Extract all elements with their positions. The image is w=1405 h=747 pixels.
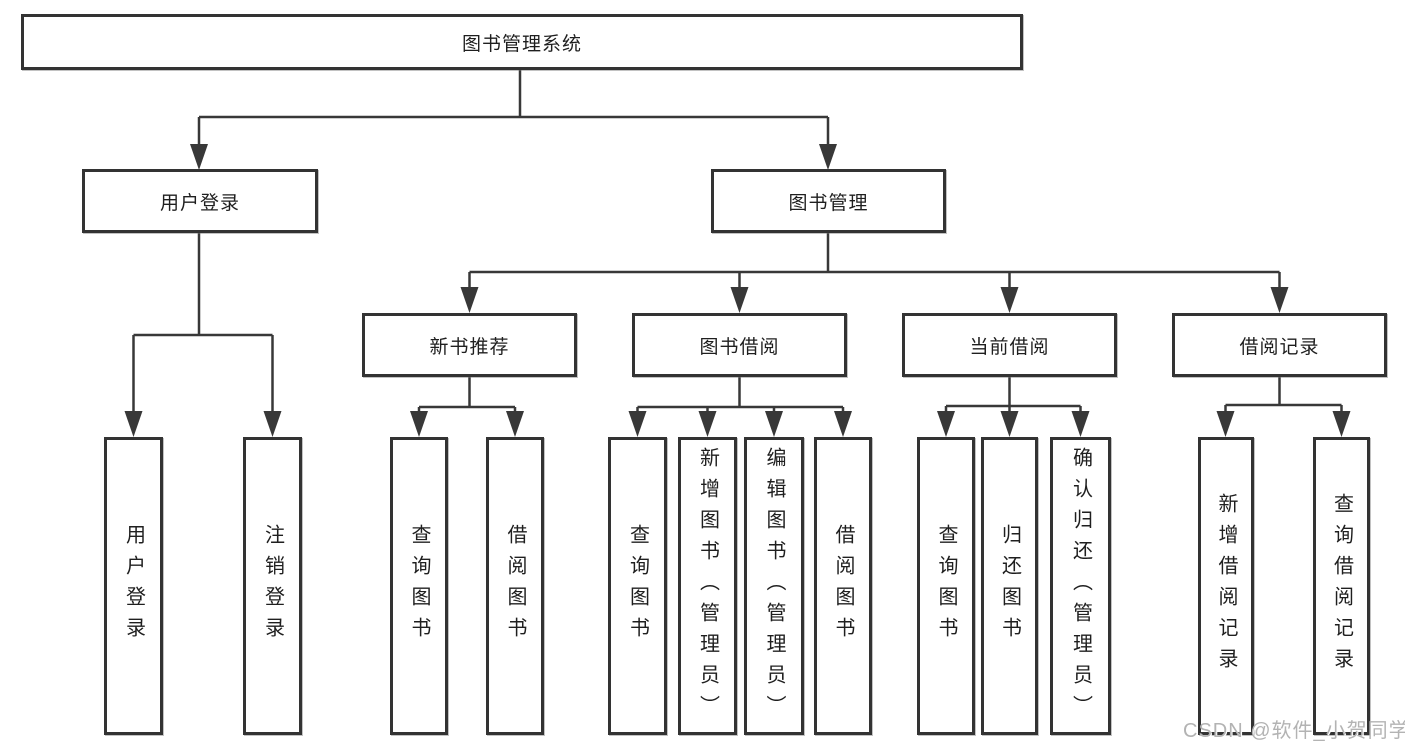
watermark-text: CSDN @软件_小贺同学 <box>1183 720 1405 742</box>
node-book-borrowing: 图书借阅 <box>632 313 847 377</box>
leaf-borrowing-borrow-books: 借阅图书 <box>814 437 872 735</box>
node-book-borrowing-label: 图书借阅 <box>699 336 780 358</box>
leaf-current-query-books: 查询图书 <box>917 437 975 735</box>
node-root: 图书管理系统 <box>21 14 1023 70</box>
leaf-user-login-label: 用户登录 <box>122 524 145 648</box>
leaf-query-borrow-record: 查询借阅记录 <box>1313 437 1370 735</box>
leaf-add-borrow-record: 新增借阅记录 <box>1198 437 1254 735</box>
leaf-newbook-borrow-books: 借阅图书 <box>486 437 544 735</box>
leaf-user-login: 用户登录 <box>104 437 163 735</box>
leaf-return-books: 归还图书 <box>981 437 1038 735</box>
node-book-management: 图书管理 <box>711 169 946 233</box>
leaf-edit-books-admin: 编辑图书（管理员） <box>744 437 804 735</box>
node-new-book-recommend: 新书推荐 <box>362 313 577 377</box>
node-new-book-recommend-label: 新书推荐 <box>429 336 510 358</box>
leaf-logout-label: 注销登录 <box>261 524 284 648</box>
node-book-management-label: 图书管理 <box>788 192 869 214</box>
leaf-borrowing-query-books: 查询图书 <box>608 437 667 735</box>
leaf-query-borrow-record-label: 查询借阅记录 <box>1330 493 1353 679</box>
node-user-login-label: 用户登录 <box>159 192 240 214</box>
node-current-borrowing: 当前借阅 <box>902 313 1117 377</box>
arrowhead-icons <box>124 144 1351 437</box>
leaf-add-books-admin: 新增图书（管理员） <box>678 437 737 735</box>
leaf-newbook-query-books-label: 查询图书 <box>408 524 430 648</box>
leaf-add-books-admin-label: 新增图书（管理员） <box>696 446 719 726</box>
node-current-borrowing-label: 当前借阅 <box>969 336 1050 358</box>
leaf-borrowing-query-books-label: 查询图书 <box>626 524 649 648</box>
node-borrowing-records: 借阅记录 <box>1172 313 1387 377</box>
node-user-login: 用户登录 <box>82 169 318 233</box>
node-borrowing-records-label: 借阅记录 <box>1239 336 1320 358</box>
leaf-add-borrow-record-label: 新增借阅记录 <box>1215 493 1237 679</box>
leaf-current-query-books-label: 查询图书 <box>935 524 957 648</box>
leaf-newbook-query-books: 查询图书 <box>390 437 448 735</box>
leaf-logout: 注销登录 <box>243 437 302 735</box>
leaf-return-books-label: 归还图书 <box>998 524 1021 648</box>
leaf-newbook-borrow-books-label: 借阅图书 <box>504 524 526 648</box>
node-root-label: 图书管理系统 <box>461 33 582 55</box>
leaf-confirm-return-admin: 确认归还（管理员） <box>1050 437 1111 735</box>
leaf-borrowing-borrow-books-label: 借阅图书 <box>832 524 854 648</box>
leaf-edit-books-admin-label: 编辑图书（管理员） <box>763 446 785 726</box>
leaf-confirm-return-admin-label: 确认归还（管理员） <box>1069 446 1092 726</box>
